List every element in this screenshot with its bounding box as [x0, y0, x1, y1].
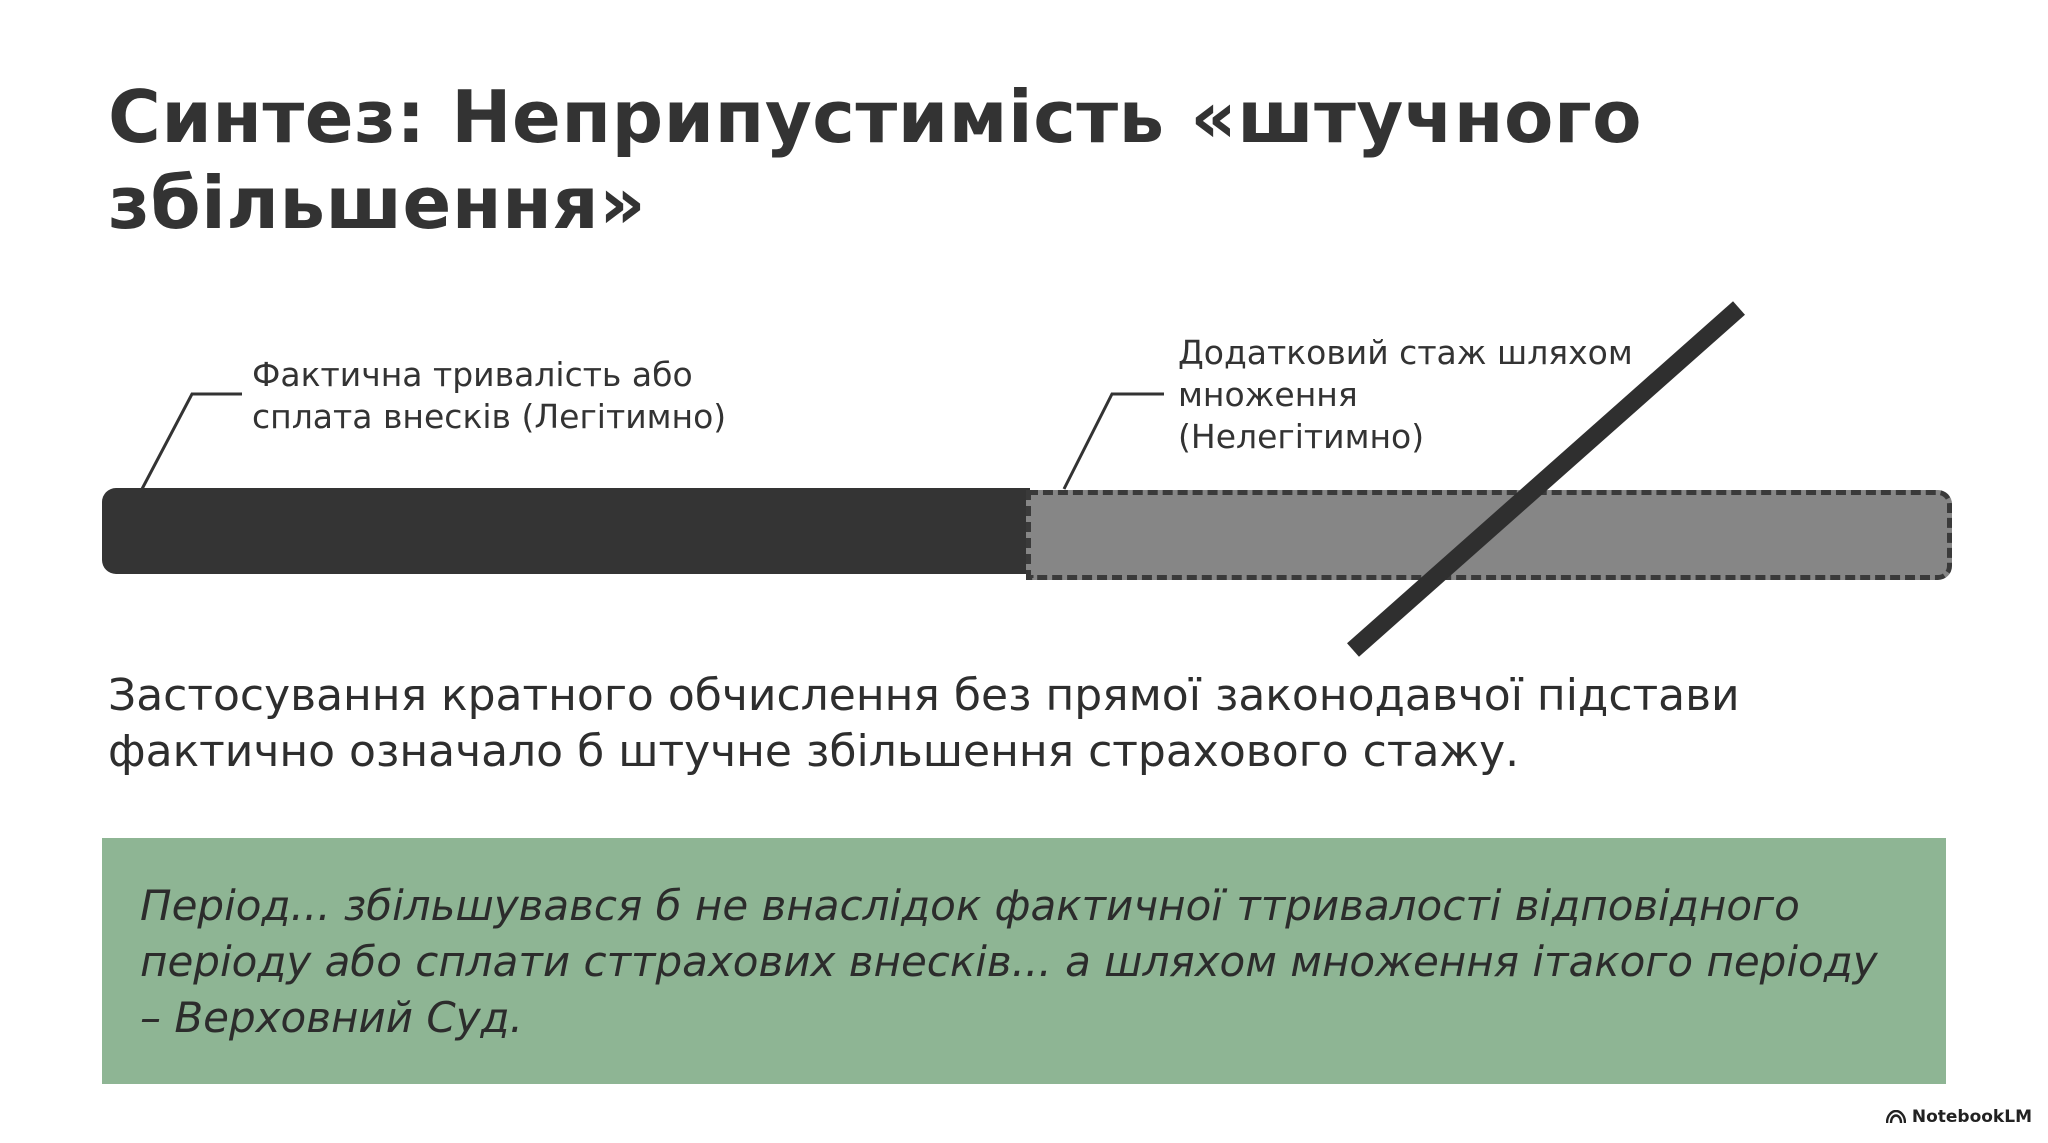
illegit-period-label: Додатковий стаж шляхом множення (Нелегіт…	[1178, 332, 1633, 458]
illegit-period-bar	[1026, 490, 1952, 580]
illegit-leader-line	[1062, 392, 1164, 490]
legit-period-bar	[102, 488, 1030, 574]
supreme-court-quote: Період... збільшувався б не внаслідок фа…	[140, 881, 1878, 1042]
illegit-label-line-3: (Нелегітимно)	[1178, 417, 1425, 456]
notebooklm-logo-icon	[1885, 1110, 1906, 1124]
legit-leader-line	[140, 392, 242, 490]
legit-label-line-1: Фактична тривалість або	[252, 355, 693, 394]
legit-period-label: Фактична тривалість або сплата внесків (…	[252, 354, 726, 438]
key-statement: Застосування кратного обчислення без пря…	[108, 670, 1740, 777]
quote-box: Період... збільшувався б не внаслідок фа…	[102, 838, 1946, 1084]
slide-title: Синтез: Неприпустимість «штучного збільш…	[108, 75, 1643, 245]
brand-name: NotebookLM	[1911, 1107, 2032, 1127]
illegit-label-line-2: множення	[1178, 375, 1358, 414]
legit-label-line-2: сплата внесків (Легітимно)	[252, 397, 727, 436]
illegit-label-line-1: Додатковий стаж шляхом	[1178, 333, 1633, 372]
notebooklm-branding: NotebookLM	[1885, 1107, 2032, 1127]
